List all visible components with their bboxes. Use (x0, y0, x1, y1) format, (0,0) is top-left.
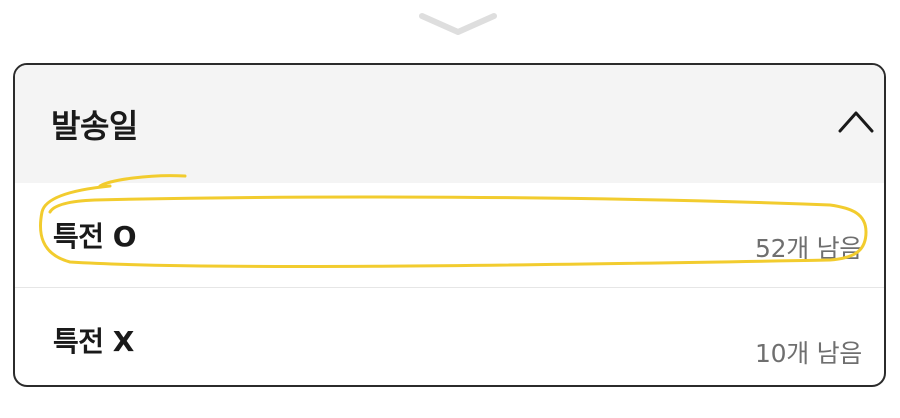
option-item-without-bonus[interactable]: 특전 X 10개 남음 (15, 288, 884, 385)
chevron-down-icon[interactable] (418, 10, 498, 40)
option-stock-count: 10개 남음 (755, 339, 862, 368)
option-label: 특전 O (53, 220, 137, 253)
option-item-with-bonus[interactable]: 특전 O 52개 남음 (15, 183, 884, 287)
dropdown-title: 발송일 (51, 107, 138, 145)
chevron-up-icon[interactable] (836, 105, 876, 137)
option-label: 특전 X (53, 325, 134, 358)
dropdown-header[interactable]: 발송일 (15, 65, 884, 183)
option-stock-count: 52개 남음 (755, 234, 862, 263)
option-dropdown-sheet: 발송일 특전 O 52개 남음 특전 X 10개 남음 (13, 63, 886, 387)
option-divider (15, 287, 884, 288)
